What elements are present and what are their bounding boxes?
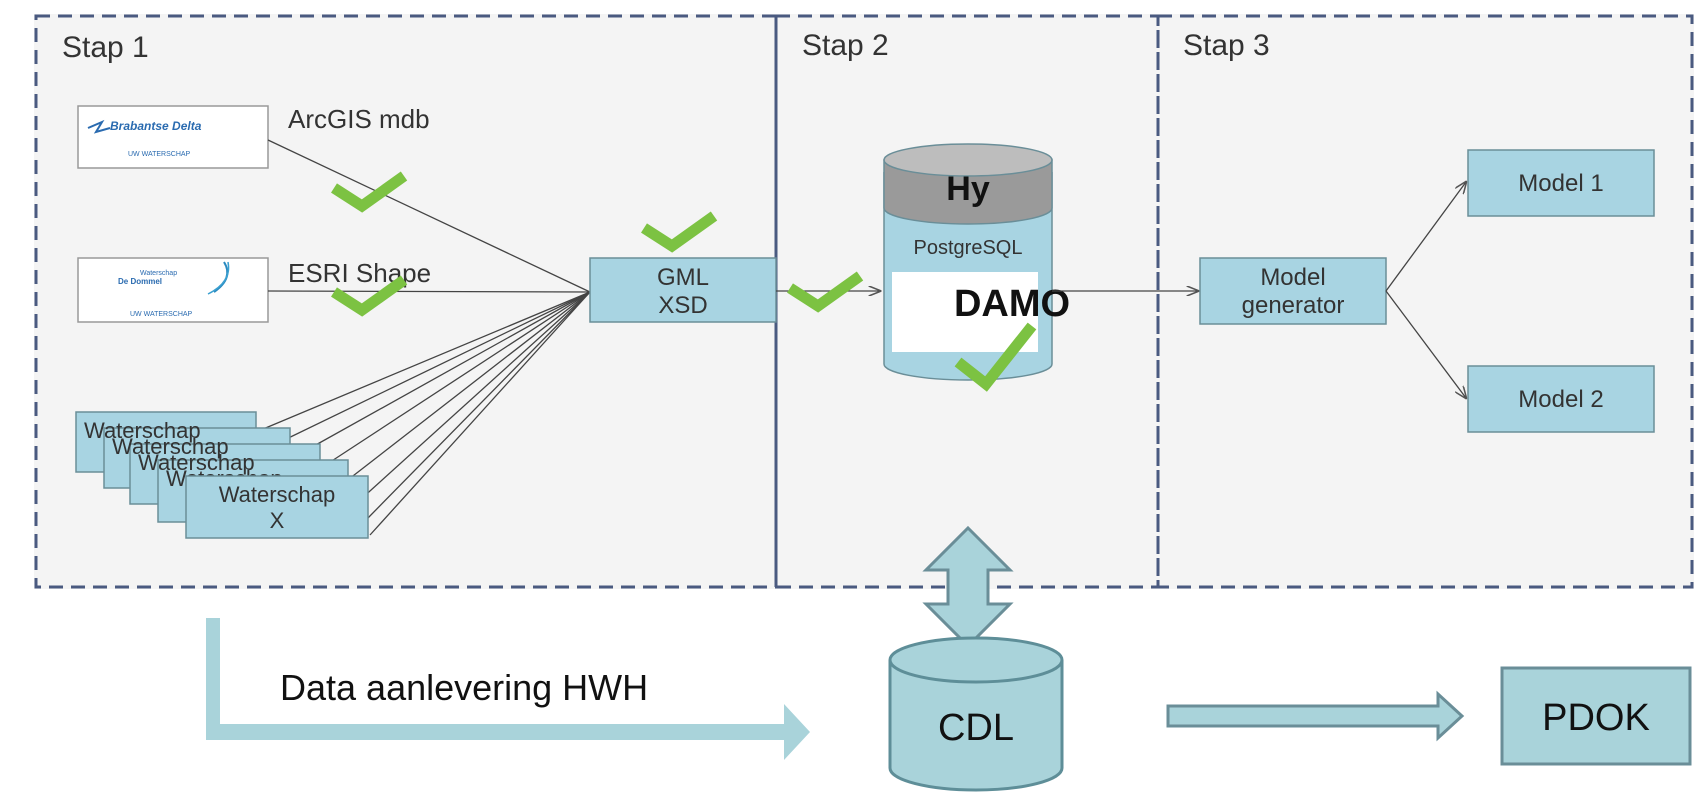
svg-text:Waterschap: Waterschap bbox=[112, 434, 229, 459]
svg-text:Brabantse Delta: Brabantse Delta bbox=[110, 119, 202, 133]
stage-3-frame bbox=[1156, 14, 1694, 589]
cdl-label: CDL bbox=[938, 707, 1014, 749]
stage-2-title: Stap 2 bbox=[802, 29, 889, 62]
damo-database: Hy PostgreSQL DAMO bbox=[883, 143, 1070, 381]
cdl-database: CDL bbox=[888, 636, 1064, 792]
pdok-box: PDOK bbox=[1500, 666, 1692, 766]
stage-1-title: Stap 1 bbox=[62, 31, 149, 64]
svg-text:UW WATERSCHAP: UW WATERSCHAP bbox=[128, 151, 191, 158]
check-icon bbox=[641, 211, 718, 253]
source-1-label: ArcGIS mdb bbox=[288, 104, 430, 134]
waterschap-x-line2: X bbox=[270, 508, 285, 533]
delivery-label: Data aanlevering HWH bbox=[280, 667, 648, 708]
source-connectors bbox=[255, 139, 591, 536]
svg-text:De Dommel: De Dommel bbox=[118, 277, 162, 286]
model-branches bbox=[1385, 182, 1466, 398]
database-name: DAMO bbox=[954, 283, 1070, 325]
svg-text:Waterschap: Waterschap bbox=[140, 270, 177, 277]
brabantse-delta-logo: Brabantse Delta UW WATERSCHAP bbox=[77, 105, 269, 169]
pdok-label: PDOK bbox=[1542, 697, 1650, 739]
svg-text:Waterschap: Waterschap bbox=[84, 418, 201, 443]
svg-text:GML: GML bbox=[657, 264, 709, 291]
waterschap-x-line1: Waterschap bbox=[219, 482, 336, 507]
svg-text:Model: Model bbox=[1260, 264, 1325, 291]
model-2-box: Model 2 bbox=[1467, 365, 1655, 433]
cdl-to-pdok-arrow bbox=[1166, 690, 1465, 742]
svg-text:XSD: XSD bbox=[658, 292, 707, 319]
checkmarks bbox=[331, 171, 1037, 392]
check-icon bbox=[787, 271, 864, 313]
svg-text:generator: generator bbox=[1242, 292, 1345, 319]
check-icon bbox=[954, 322, 1037, 392]
gml-xsd-box: GML XSD bbox=[589, 257, 777, 323]
svg-text:Waterschap: Waterschap bbox=[138, 450, 255, 475]
model-generator-box: Model generator bbox=[1199, 257, 1387, 325]
waterschap-stack: Waterschap Waterschap Waterschap Watersc… bbox=[75, 411, 369, 539]
svg-text:Model 2: Model 2 bbox=[1518, 386, 1603, 413]
waterschap-x-box bbox=[185, 475, 369, 539]
database-engine: PostgreSQL bbox=[914, 237, 1023, 259]
source-2-label: ESRI Shape bbox=[288, 258, 431, 288]
check-icon bbox=[331, 275, 408, 317]
check-icon bbox=[331, 171, 408, 213]
database-top-label: Hy bbox=[946, 170, 990, 208]
svg-text:Model 1: Model 1 bbox=[1518, 170, 1603, 197]
model-1-box: Model 1 bbox=[1467, 149, 1655, 217]
delivery-arrow bbox=[206, 618, 810, 760]
stage-3-title: Stap 3 bbox=[1183, 29, 1270, 62]
de-dommel-logo: Waterschap De Dommel UW WATERSCHAP bbox=[77, 257, 269, 323]
svg-text:UW WATERSCHAP: UW WATERSCHAP bbox=[130, 311, 193, 318]
